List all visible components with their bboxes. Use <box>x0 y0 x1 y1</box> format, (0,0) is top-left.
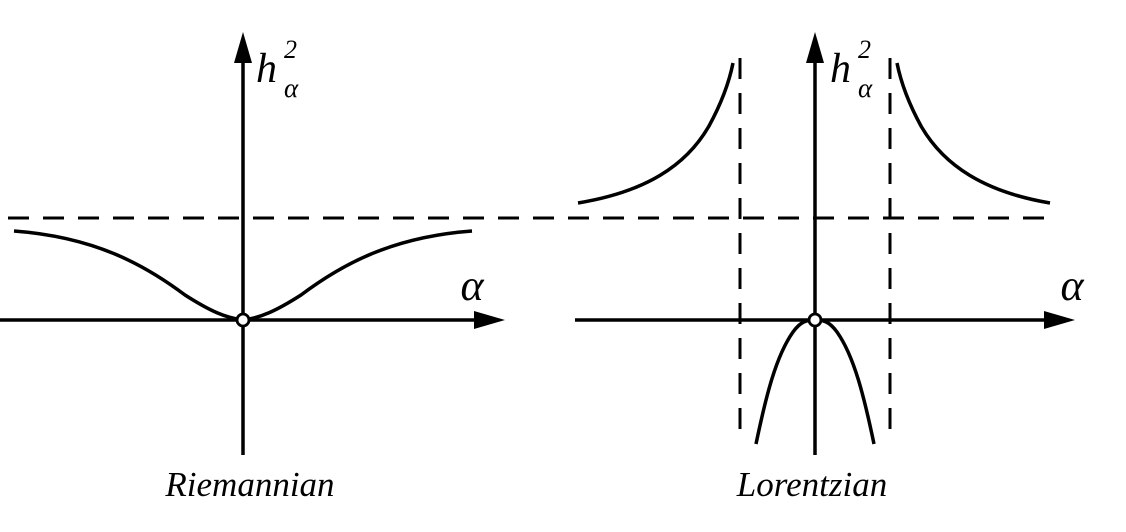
riemannian-y-axis-label: h 2 α <box>256 35 301 103</box>
lorentzian-upper-left-branch <box>577 62 735 205</box>
lorentzian-x-axis-arrow-icon <box>1044 311 1075 329</box>
riemannian-y-axis-arrow-icon <box>234 32 252 63</box>
riemannian-origin-open-circle-icon <box>235 312 251 328</box>
riemannian-x-axis-arrow-icon <box>474 311 505 329</box>
lorentzian-origin-open-circle-icon <box>807 312 823 328</box>
riemannian-x-axis-label: α <box>460 261 484 310</box>
lorentzian-caption: Lorentzian <box>736 465 887 504</box>
lorentzian-panel: h 2 α α Lorentzian <box>575 32 1084 504</box>
riemannian-caption: Riemannian <box>164 465 334 504</box>
lorentzian-upper-right-branch <box>895 62 1051 205</box>
lorentzian-y-axis-label: h 2 α <box>830 35 875 103</box>
riemannian-panel: h 2 α α Riemannian <box>0 32 505 504</box>
lorentzian-x-axis-label: α <box>1060 261 1084 310</box>
lorentzian-y-axis-arrow-icon <box>806 32 824 63</box>
